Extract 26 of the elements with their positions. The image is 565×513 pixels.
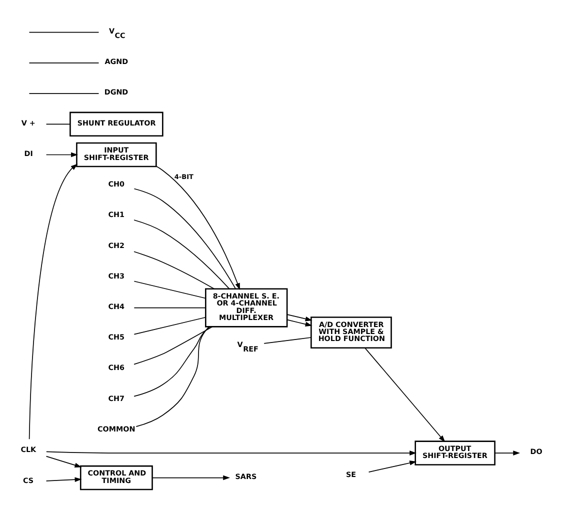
arrow	[494, 450, 520, 455]
connector	[134, 250, 215, 289]
connector	[136, 326, 210, 426]
connector	[134, 188, 236, 289]
arrow	[46, 450, 416, 455]
arrow	[152, 474, 230, 480]
arrow	[46, 476, 82, 482]
connector	[134, 306, 206, 308]
connector	[28, 92, 100, 94]
connector	[134, 280, 206, 298]
arrow	[286, 318, 312, 326]
connector	[46, 123, 71, 124]
arrow	[364, 347, 446, 442]
connector	[28, 31, 100, 32]
connector	[134, 326, 213, 364]
connector	[134, 326, 210, 396]
arrow	[156, 165, 240, 290]
connector	[134, 219, 230, 289]
arrow	[46, 152, 78, 157]
connector	[28, 62, 100, 63]
arrow	[368, 460, 417, 472]
arrow	[46, 455, 82, 468]
arrow	[28, 163, 78, 440]
connector	[134, 316, 206, 334]
arrow	[286, 314, 312, 321]
connector	[264, 336, 312, 344]
